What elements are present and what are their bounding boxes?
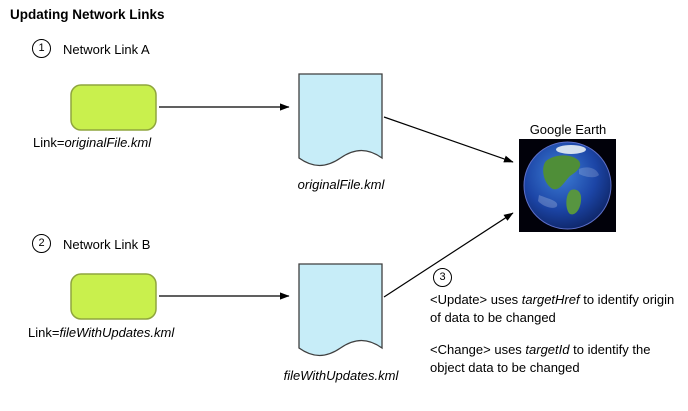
update-note-term: targetHref bbox=[521, 292, 580, 307]
file-with-updates-document bbox=[298, 263, 384, 365]
network-link-a-shape bbox=[70, 84, 157, 131]
original-file-document bbox=[298, 73, 384, 175]
link-file: originalFile.kml bbox=[64, 135, 152, 150]
rounded-rect-icon bbox=[70, 273, 157, 320]
google-earth-label: Google Earth bbox=[529, 122, 607, 137]
step-1-badge: 1 bbox=[32, 39, 51, 58]
network-link-b-shape bbox=[70, 273, 157, 320]
network-link-b-box bbox=[70, 273, 158, 321]
change-note: <Change> uses targetId to identify the o… bbox=[430, 341, 688, 376]
step-3-badge: 3 bbox=[433, 268, 452, 287]
document-icon bbox=[298, 263, 383, 357]
update-note: <Update> uses targetHref to identify ori… bbox=[430, 291, 688, 326]
globe-icon bbox=[519, 139, 616, 232]
arrow-doc-a-to-google-earth bbox=[383, 116, 514, 163]
network-link-a-href: Link=originalFile.kml bbox=[33, 135, 151, 150]
file-with-updates-doc-label: fileWithUpdates.kml bbox=[283, 368, 399, 383]
step-3-notes: <Update> uses targetHref to identify ori… bbox=[430, 291, 688, 391]
diagram-title: Updating Network Links bbox=[10, 7, 165, 22]
link-prefix: Link= bbox=[33, 135, 65, 150]
network-link-b-label: Network Link B bbox=[63, 237, 151, 252]
network-link-b-href: Link=fileWithUpdates.kml bbox=[28, 325, 174, 340]
google-earth-image bbox=[519, 139, 616, 232]
change-note-pre: <Change> uses bbox=[430, 342, 526, 358]
original-file-document-shape bbox=[298, 73, 383, 167]
update-note-pre: <Update> uses bbox=[430, 292, 522, 307]
update-note-post: to identify origin of data to be changed bbox=[430, 292, 675, 325]
step-2-badge: 2 bbox=[32, 234, 51, 253]
change-note-term: targetId bbox=[525, 342, 570, 358]
document-icon bbox=[298, 73, 383, 167]
link-prefix: Link= bbox=[28, 325, 60, 340]
file-with-updates-document-shape bbox=[298, 263, 383, 357]
network-link-a-box bbox=[70, 84, 158, 132]
network-link-a-label: Network Link A bbox=[63, 42, 150, 57]
rounded-rect-icon bbox=[70, 84, 157, 131]
original-file-doc-label: originalFile.kml bbox=[297, 177, 385, 192]
change-note-post: to identify the object data to be change… bbox=[430, 342, 651, 375]
link-file: fileWithUpdates.kml bbox=[59, 325, 175, 340]
